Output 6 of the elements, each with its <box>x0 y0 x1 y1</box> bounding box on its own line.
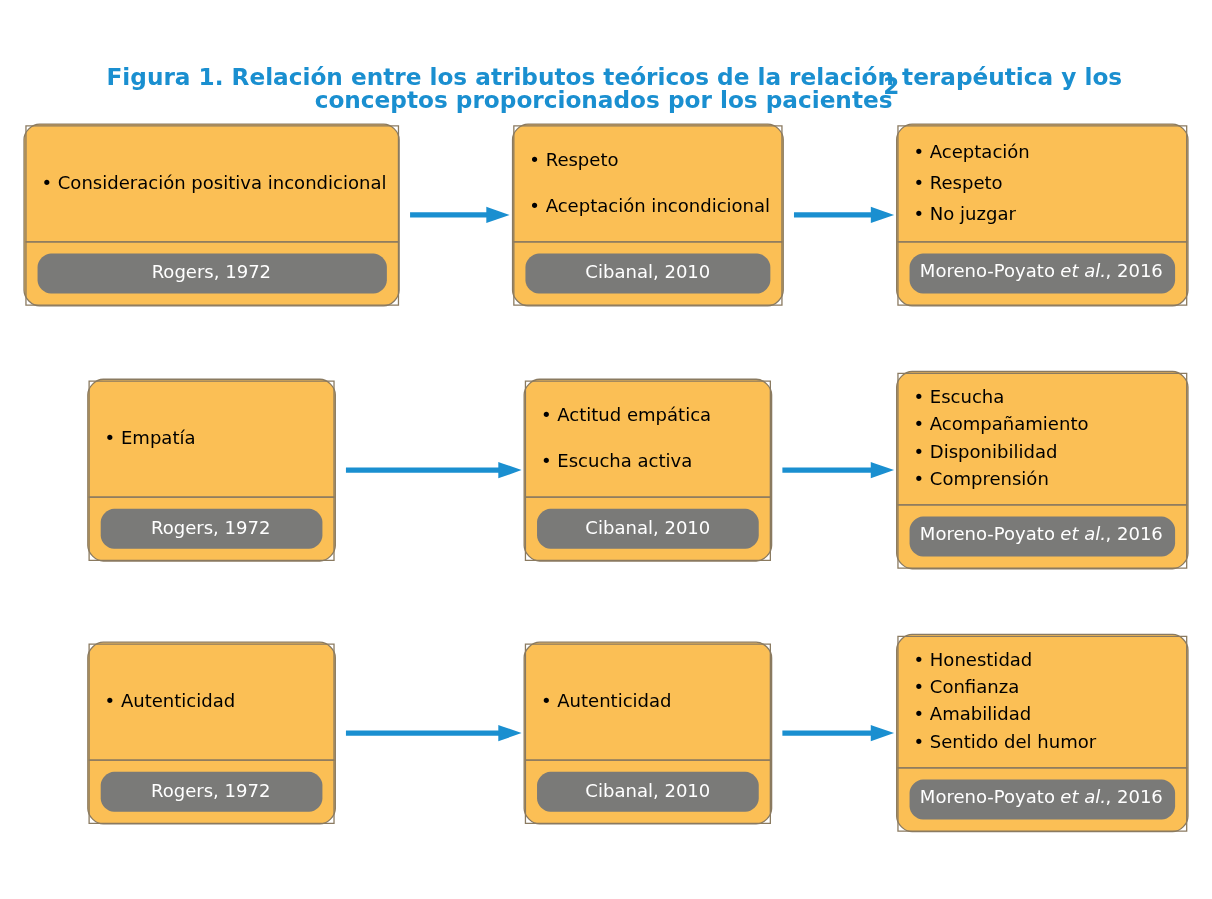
arrow <box>345 461 522 479</box>
arrow <box>782 461 895 479</box>
arrow <box>793 206 895 224</box>
arrow <box>410 206 510 224</box>
arrow <box>345 724 522 742</box>
arrow <box>782 724 895 742</box>
